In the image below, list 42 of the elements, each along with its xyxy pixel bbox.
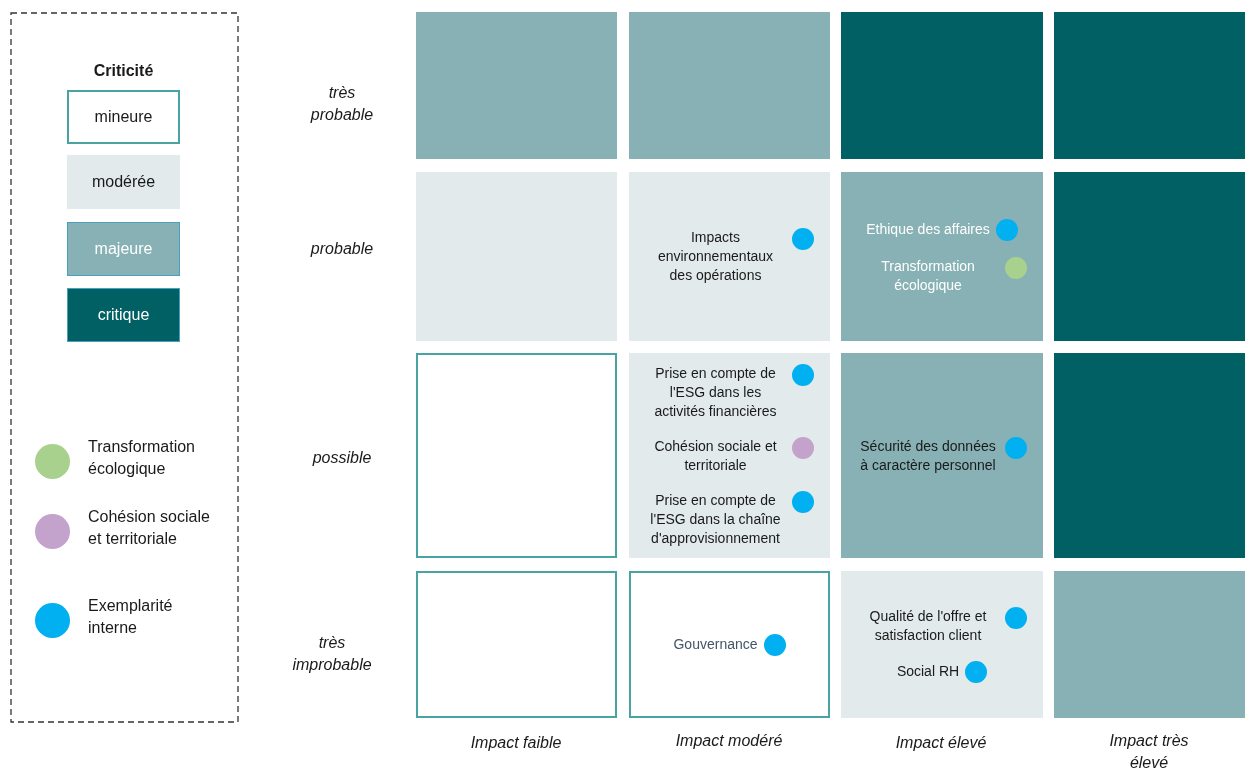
column-label: Impact très élevé bbox=[1108, 731, 1190, 773]
matrix-cell bbox=[1054, 353, 1245, 558]
matrix-cell bbox=[1054, 12, 1245, 159]
column-label: Impact élevé bbox=[894, 733, 988, 753]
row-label: probable bbox=[309, 239, 375, 259]
legend-text: Exemplarité interne bbox=[88, 596, 174, 638]
matrix-cell bbox=[841, 571, 1043, 718]
risk-label: Cohésion sociale et territoriale bbox=[653, 436, 778, 475]
legend-swatch: majeure bbox=[67, 222, 180, 276]
risk-label: Ethique des affaires bbox=[866, 220, 990, 239]
matrix-cell bbox=[629, 172, 830, 341]
legend-swatch: mineure bbox=[67, 90, 180, 144]
risk-label: Social RH bbox=[896, 662, 960, 681]
matrix-cell bbox=[1054, 172, 1245, 341]
legend-text: Cohésion sociale et territoriale bbox=[88, 507, 210, 549]
legend-title: Criticité bbox=[92, 61, 155, 81]
column-label: Impact faible bbox=[469, 733, 563, 753]
row-label: possible bbox=[311, 448, 373, 468]
legend-swatch: modérée bbox=[67, 155, 180, 209]
risk-label: Gouvernance bbox=[673, 635, 758, 654]
column-label: Impact modéré bbox=[674, 731, 784, 751]
risk-label: Impacts environnementaux des opérations bbox=[656, 228, 775, 285]
matrix-cell bbox=[416, 12, 617, 159]
matrix-cell bbox=[841, 353, 1043, 558]
risk-label: Qualité de l'offre et satisfaction client bbox=[868, 606, 988, 645]
matrix-cell bbox=[629, 571, 830, 718]
matrix-cell bbox=[629, 12, 830, 159]
matrix-cell bbox=[841, 12, 1043, 159]
risk-label: Prise en compte de l'ESG dans la chaîne d'approvisionnement bbox=[649, 490, 782, 548]
risk-label: Sécurité des données à caractère personnel bbox=[859, 436, 997, 475]
risk-label: Transformation écologique bbox=[880, 256, 976, 295]
matrix-cell bbox=[416, 172, 617, 341]
matrix-cell bbox=[629, 353, 830, 558]
legend-text: Transformation écologique bbox=[88, 437, 196, 479]
matrix-cell bbox=[1054, 571, 1245, 718]
risk-label: Prise en compte de l'ESG dans les activités financières bbox=[653, 363, 778, 421]
matrix-cell bbox=[841, 172, 1043, 341]
matrix-cell bbox=[416, 571, 617, 718]
matrix-cell bbox=[416, 353, 617, 558]
row-label: très improbable bbox=[291, 633, 373, 675]
legend-swatch: critique bbox=[67, 288, 180, 342]
row-label: très probable bbox=[309, 83, 375, 125]
